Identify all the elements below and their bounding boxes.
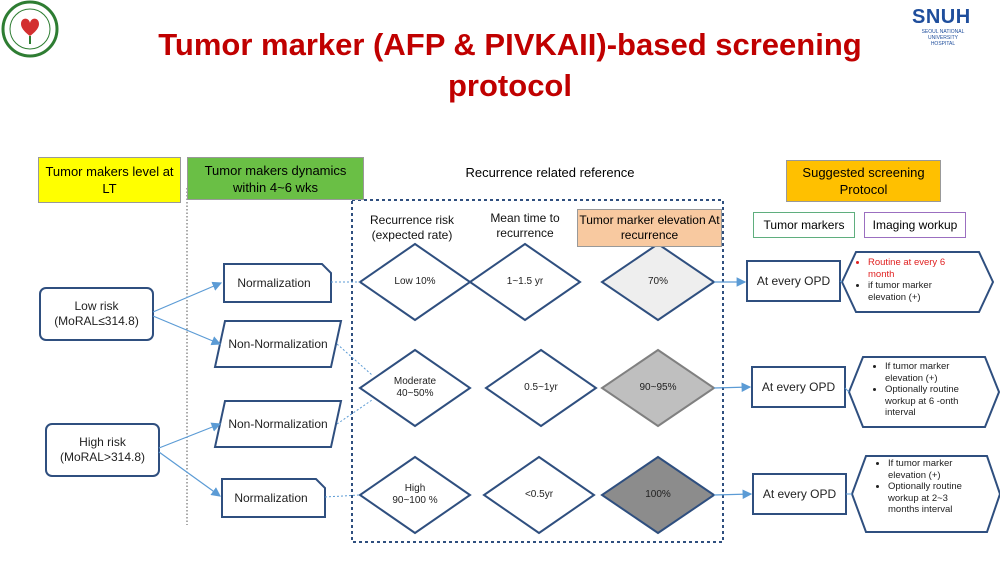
non-normalization-shape-1 [213,320,343,368]
elevation-diamond-low [600,242,716,322]
dynamics-header: Tumor makers dynamics within 4~6 wks [187,157,364,200]
institution-seal-logo [1,0,59,58]
risk-diamond-high [358,455,472,535]
note-2-item-2: Optionally routine workup at 6 -onth int… [885,384,975,419]
protocol-header: Suggested screening Protocol [786,160,941,202]
non-normalization-label-2: Non-Normalization [228,416,328,431]
connector-norm2-high [324,494,361,498]
opd-label-2: At every OPD [761,379,836,394]
non-normalization-shape-2 [213,400,343,448]
protocol-header-label: Suggested screening Protocol [802,165,925,197]
risk-diamond-low [358,242,472,322]
low-risk-label: Low risk (MoRAL≤314.8) [54,299,139,328]
elevation-diamond-high [600,455,716,535]
elevation-diamond-moderate [600,348,716,428]
opd-box-3 [752,473,847,515]
risk-low-label: Low 10% [394,276,436,287]
note-2: If tumor marker elevation (+) Optionally… [873,361,975,419]
time-column-header: Mean time to recurrence [490,211,560,240]
level-header-label: Tumor makers level at LT [45,164,174,196]
slide-title: Tumor marker (AFP & PIVKAII)-based scree… [158,27,862,103]
note-3: If tumor marker elevation (+) Optionally… [876,458,978,516]
note-2-item-1: If tumor marker elevation (+) [885,361,975,384]
reference-header-label: Recurrence related reference [465,164,635,180]
imaging-workup-tag: Imaging workup [864,212,966,238]
normalization-label-2: Normalization [234,490,308,505]
connector-nonnorm2-moderate [336,399,373,425]
note-3-item-1: If tumor marker elevation (+) [888,458,978,481]
normalization-shape-1 [223,263,332,303]
opd-box-2 [751,366,846,408]
snuh-logo: SNUH SEOUL NATIONAL UNIVERSITY HOSPITAL [912,6,998,47]
note-1: Routine at every 6 month if tumor marker… [856,257,968,303]
snuh-logo-text: SNUH [912,6,971,28]
level-header: Tumor makers level at LT [38,157,181,203]
arrow-low-to-non-normalization [152,315,222,346]
time-low-label: 1~1.5 yr [506,276,544,287]
reference-header: Recurrence related reference [440,161,660,183]
time-high-label: <0.5yr [524,489,554,500]
arrow-high-to-non-normalization [158,422,222,449]
tumor-markers-tag-label: Tumor markers [763,218,845,232]
elevation-low-label: 70% [647,276,668,287]
connector-opd1-note [839,280,843,283]
time-moderate-label: 0.5~1yr [524,382,558,393]
connector-opd2-note [844,387,850,393]
non-normalization-label-1: Non-Normalization [228,336,328,351]
snuh-logo-line2: HOSPITAL [930,41,956,47]
time-diamond-low [468,242,582,322]
low-risk-box [39,287,154,341]
arrow-elevation-to-opd-2 [713,382,752,393]
reference-frame [351,199,724,543]
elevation-column-header: Tumor marker elevation At recurrence [577,209,722,247]
note-1-item-1: Routine at every 6 month [868,257,968,280]
elevation-column-header-label: Tumor marker elevation At recurrence [579,213,720,242]
arrow-low-to-normalization [152,281,223,313]
risk-diamond-moderate [358,348,472,428]
connector-nonnorm1-moderate [336,343,373,376]
time-diamond-moderate [484,348,598,428]
high-risk-box [45,423,160,477]
tumor-markers-tag: Tumor markers [753,212,855,238]
arrow-elevation-to-opd-3 [713,489,753,500]
elevation-moderate-label: 90~95% [639,382,677,393]
risk-high-label: High 90~100 % [392,483,438,506]
risk-moderate-label: Moderate 40~50% [393,376,437,399]
note-1-item-2: if tumor marker elevation (+) [868,280,968,303]
high-risk-label: High risk (MoRAL>314.8) [59,435,146,464]
elevation-high-label: 100% [645,489,671,500]
normalization-shape-2 [221,478,326,518]
opd-label-1: At every OPD [756,273,831,288]
arrow-high-to-normalization [158,451,221,497]
time-diamond-high [482,455,596,535]
risk-column-header: Recurrence risk (expected rate) [369,213,455,242]
snuh-logo-line1: SEOUL NATIONAL UNIVERSITY [921,29,965,41]
normalization-label-1: Normalization [237,275,311,290]
dynamics-header-label: Tumor makers dynamics within 4~6 wks [204,162,347,195]
opd-label-3: At every OPD [762,486,837,501]
note-3-item-2: Optionally routine workup at 2~3 months … [888,481,978,516]
imaging-workup-tag-label: Imaging workup [872,218,958,232]
